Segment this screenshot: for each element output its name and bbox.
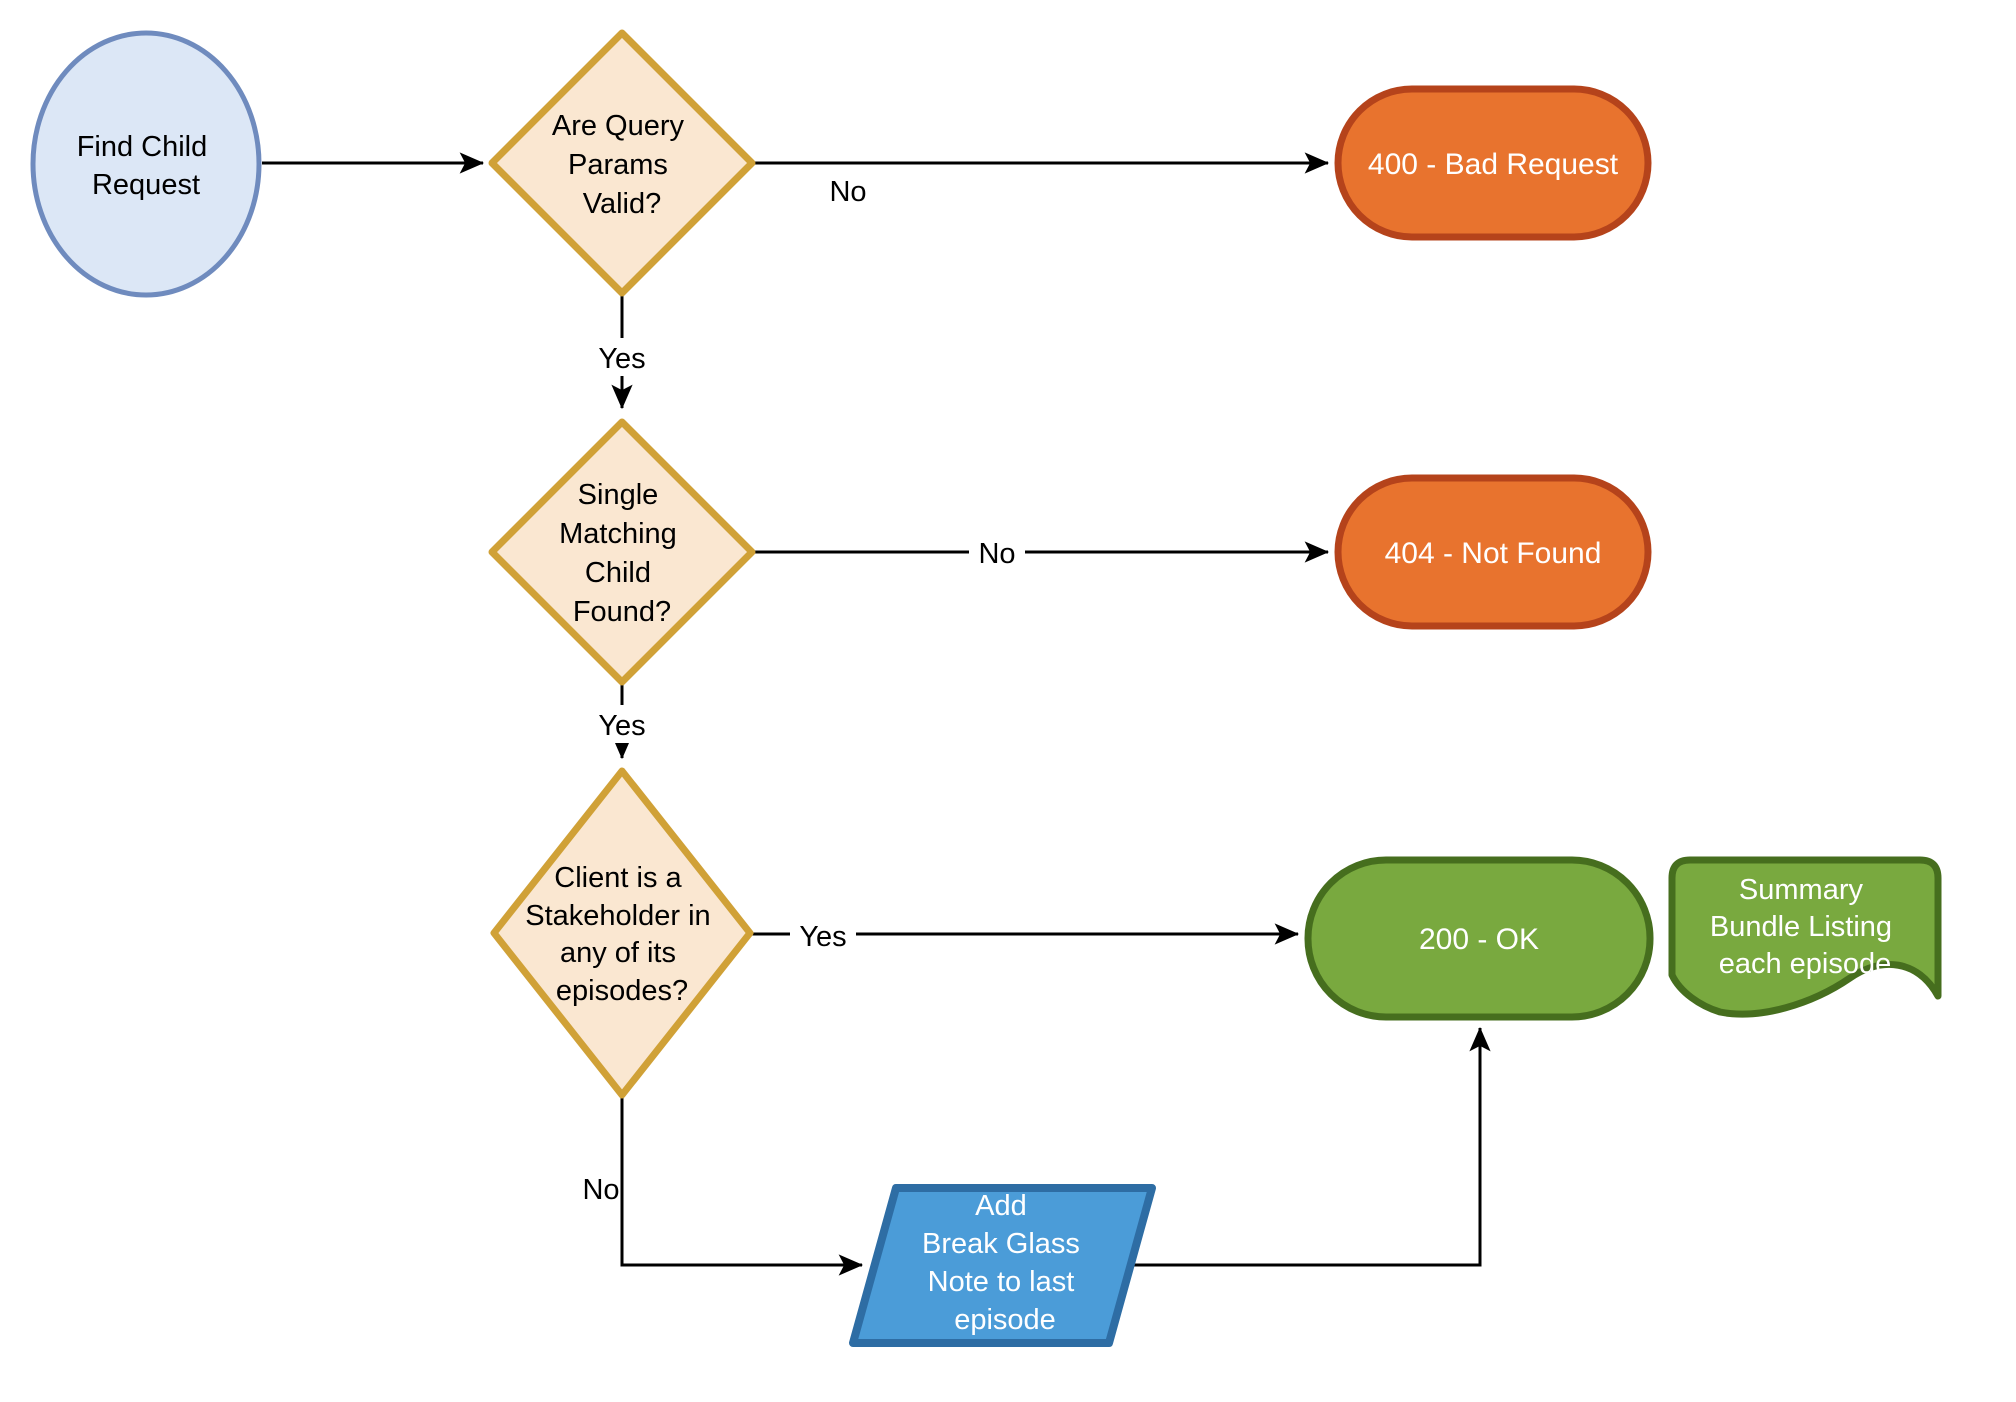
- edge-label-params-no: No: [829, 176, 866, 208]
- edge-label-bg-child-no: [969, 533, 1025, 571]
- edge-label-bg-child-yes: [589, 705, 655, 743]
- response-200-pill: [1304, 856, 1654, 1021]
- node-decision-query-params: Are Query Params Valid?: [488, 29, 756, 297]
- edge-label-bg-stakeholder-yes: [790, 916, 856, 954]
- response-200-label: 200 - OK: [1419, 923, 1539, 956]
- edge-label-child-yes: Yes: [598, 710, 645, 742]
- break-glass-label: Add Break Glass Note to last episode: [922, 1190, 1088, 1336]
- start-label: Find Child Request: [77, 131, 216, 201]
- break-glass-parallelogram: [849, 1184, 1156, 1347]
- node-break-glass: Add Break Glass Note to last episode: [849, 1184, 1156, 1347]
- edge-label-bg-params-yes: [589, 338, 655, 376]
- decision-query-params-label: Are Query Params Valid?: [552, 110, 692, 220]
- response-404-label: 404 - Not Found: [1385, 537, 1602, 570]
- edges: [262, 152, 1491, 1276]
- decision-single-child-label: Single Matching Child Found?: [559, 479, 685, 628]
- response-400-pill: [1334, 85, 1652, 241]
- summary-document-label: Summary Bundle Listing each episode: [1710, 874, 1900, 980]
- decision-stakeholder-diamond: [490, 767, 754, 1099]
- decision-single-child-diamond: [488, 418, 756, 686]
- edge-label-child-no: No: [978, 538, 1015, 570]
- node-start: Find Child Request: [30, 30, 262, 298]
- edge-break-glass-to-200: [1131, 1026, 1491, 1267]
- node-summary-document: Summary Bundle Listing each episode: [1668, 856, 1942, 1018]
- decision-stakeholder-label: Client is a Stakeholder in any of its ep…: [525, 862, 718, 1007]
- node-response-200: 200 - OK: [1304, 856, 1654, 1021]
- response-404-pill: [1334, 474, 1652, 630]
- start-ellipse: [30, 30, 262, 298]
- summary-document-shape: [1668, 856, 1942, 1018]
- edge-stakeholder-no-to-break-glass: [620, 1097, 864, 1276]
- node-response-400: 400 - Bad Request: [1334, 85, 1652, 241]
- node-response-404: 404 - Not Found: [1334, 474, 1652, 630]
- decision-query-params-diamond: [488, 29, 756, 297]
- edge-label-stakeholder-no: No: [582, 1174, 619, 1206]
- node-decision-stakeholder: Client is a Stakeholder in any of its ep…: [490, 767, 754, 1099]
- node-decision-single-child: Single Matching Child Found?: [488, 418, 756, 686]
- edge-label-params-yes: Yes: [598, 343, 645, 375]
- response-400-label: 400 - Bad Request: [1368, 148, 1619, 181]
- edge-label-stakeholder-yes: Yes: [799, 921, 846, 953]
- edge-labels: No Yes No Yes Yes No: [582, 176, 1025, 1206]
